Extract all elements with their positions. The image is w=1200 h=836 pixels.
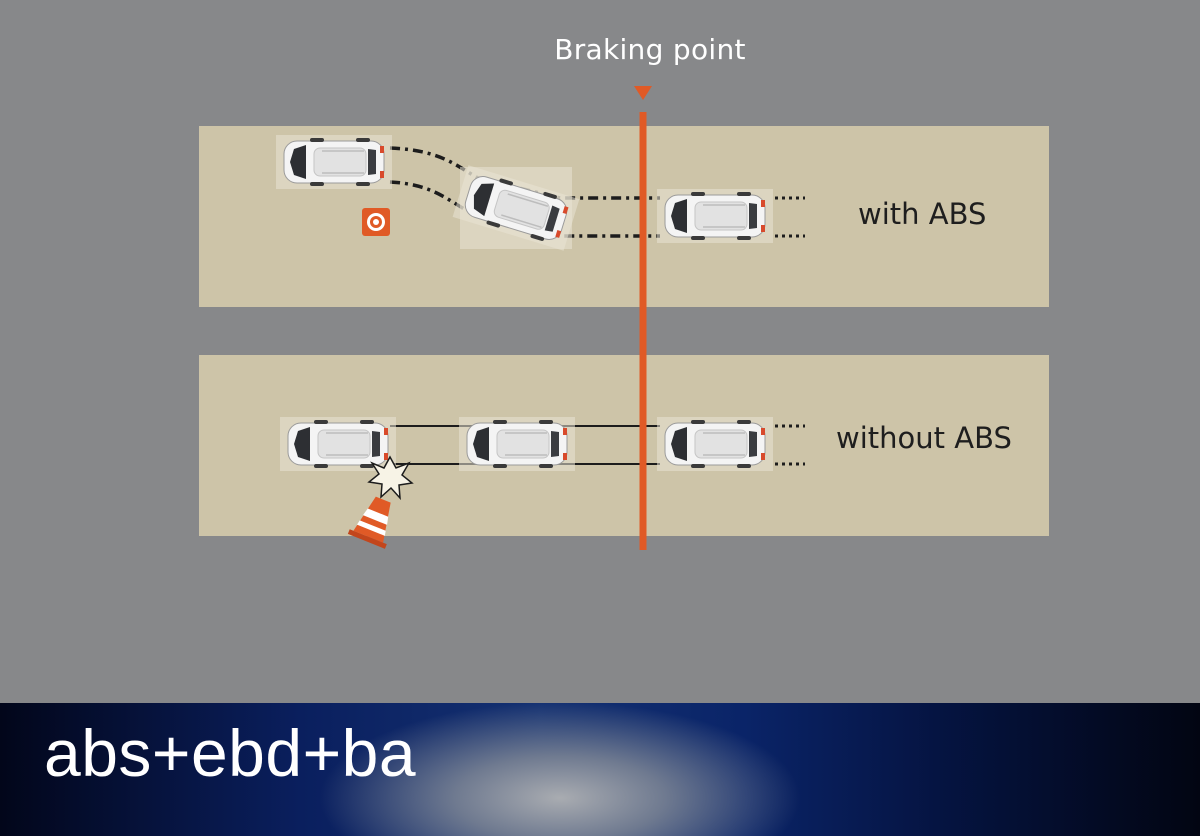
- banner-title: abs+ebd+ba: [44, 715, 416, 791]
- car-without-abs-start: [280, 417, 396, 471]
- braking-point-marker-icon: [634, 86, 652, 100]
- lane-label-without-abs: without ABS: [836, 421, 1012, 455]
- diagram: Braking point with ABS without ABS: [0, 0, 1200, 703]
- title-banner: abs+ebd+ba: [0, 703, 1200, 836]
- car-without-abs-middle: [459, 417, 575, 471]
- diagram-svg: [0, 0, 1200, 703]
- car-without-abs-stopped: [657, 417, 773, 471]
- braking-point-label: Braking point: [540, 33, 760, 66]
- car-with-abs-stopped: [657, 189, 773, 243]
- obstacle-target-icon: [362, 208, 390, 236]
- car-with-abs-start: [276, 135, 392, 189]
- lane-label-with-abs: with ABS: [858, 197, 986, 231]
